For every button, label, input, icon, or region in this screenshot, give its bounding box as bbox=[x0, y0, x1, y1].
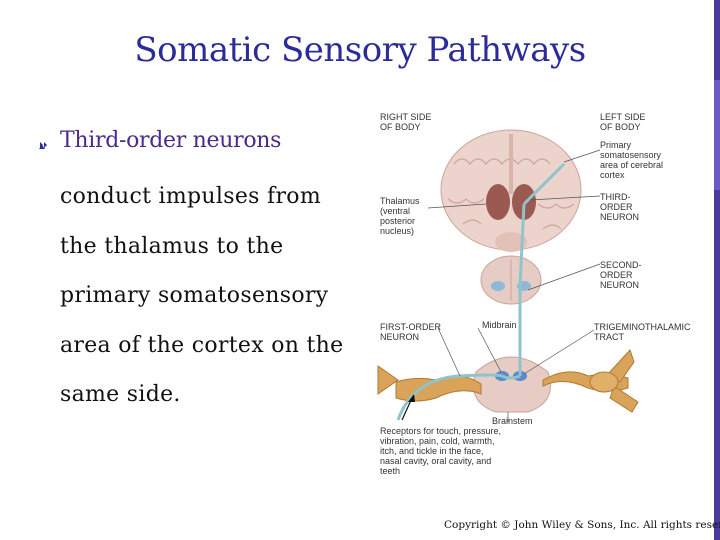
body-line: the thalamus to the bbox=[60, 222, 360, 272]
label-receptors: Receptors for touch, pressure, vibration… bbox=[380, 426, 501, 476]
label-brainstem: Brainstem bbox=[492, 416, 533, 426]
diamond-bullet-icon bbox=[38, 140, 50, 152]
body-line: same side. bbox=[60, 370, 360, 420]
bullet-body: conduct impulses from the thalamus to th… bbox=[60, 172, 360, 420]
accent-bar-highlight bbox=[714, 80, 720, 190]
label-third-order: THIRD- ORDER NEURON bbox=[600, 192, 639, 222]
body-line: area of the cortex on the bbox=[60, 321, 360, 371]
copyright-notice: Copyright © John Wiley & Sons, Inc. All … bbox=[444, 519, 720, 531]
bullet-heading: Third-order neurons bbox=[60, 128, 281, 153]
slide-title: Somatic Sensory Pathways bbox=[0, 30, 720, 70]
accent-bar bbox=[714, 0, 720, 540]
label-left-side: LEFT SIDE OF BODY bbox=[600, 112, 645, 132]
label-first-order: FIRST-ORDER NEURON bbox=[380, 322, 441, 342]
brainstem-section bbox=[474, 357, 551, 412]
label-midbrain: Midbrain bbox=[482, 320, 517, 330]
cerebrum-section bbox=[441, 130, 581, 252]
label-cortex: Primary somatosensory area of cerebral c… bbox=[600, 140, 663, 180]
body-line: conduct impulses from bbox=[60, 172, 360, 222]
label-thalamus: Thalamus (ventral posterior nucleus) bbox=[380, 196, 420, 236]
body-line: primary somatosensory bbox=[60, 271, 360, 321]
label-second-order: SECOND- ORDER NEURON bbox=[600, 260, 642, 290]
midbrain-section bbox=[481, 256, 541, 304]
label-right-side: RIGHT SIDE OF BODY bbox=[380, 112, 431, 132]
label-trigeminothalamic: TRIGEMINOTHALAMIC TRACT bbox=[594, 322, 691, 342]
somatic-pathway-figure: RIGHT SIDE OF BODY LEFT SIDE OF BODY Pri… bbox=[368, 104, 708, 484]
